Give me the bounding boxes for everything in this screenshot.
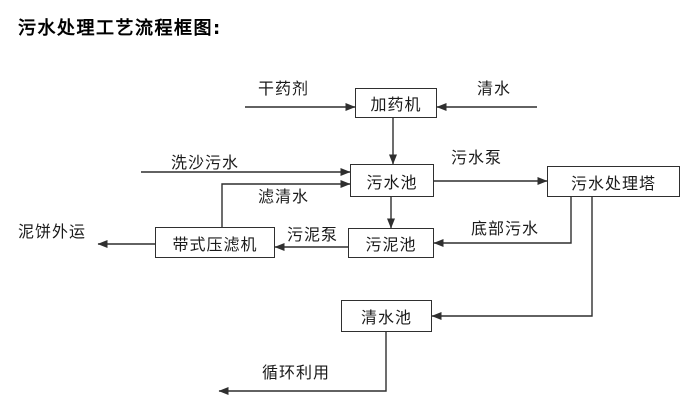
node-clean-water-pool: 清水池: [341, 300, 432, 332]
edge-label-bottom-sewage: 底部污水: [471, 219, 540, 238]
arrow-filtered-water-to-sewage-pool: [221, 180, 351, 227]
node-treatment-tower: 污水处理塔: [547, 166, 680, 197]
edge-label-dry-agent: 干药剂: [258, 79, 310, 98]
diagram-title: 污水处理工艺流程框图:: [18, 18, 222, 39]
arrow-tower-to-clean-pool: [431, 197, 593, 320]
node-dosing-machine: 加药机: [355, 88, 437, 118]
node-belt-filter-press: 带式压滤机: [155, 227, 275, 258]
node-sludge-pool: 污泥池: [348, 228, 434, 258]
edge-label-filtered-water: 滤清水: [258, 187, 310, 206]
arrow-bottom-sewage-to-sludge-pool: [433, 197, 572, 247]
edge-label-sand-washing-sewage: 洗沙污水: [171, 153, 240, 172]
edge-label-clean-water: 清水: [477, 79, 512, 98]
edge-label-sludge-pump: 污泥泵: [287, 225, 339, 244]
edge-label-mud-cake-out: 泥饼外运: [18, 222, 87, 241]
edge-label-sewage-pump: 污水泵: [451, 148, 503, 167]
arrow-recycle-use: [218, 332, 387, 395]
edge-label-recycle-use: 循环利用: [262, 363, 331, 382]
node-sewage-pool: 污水池: [350, 164, 434, 197]
